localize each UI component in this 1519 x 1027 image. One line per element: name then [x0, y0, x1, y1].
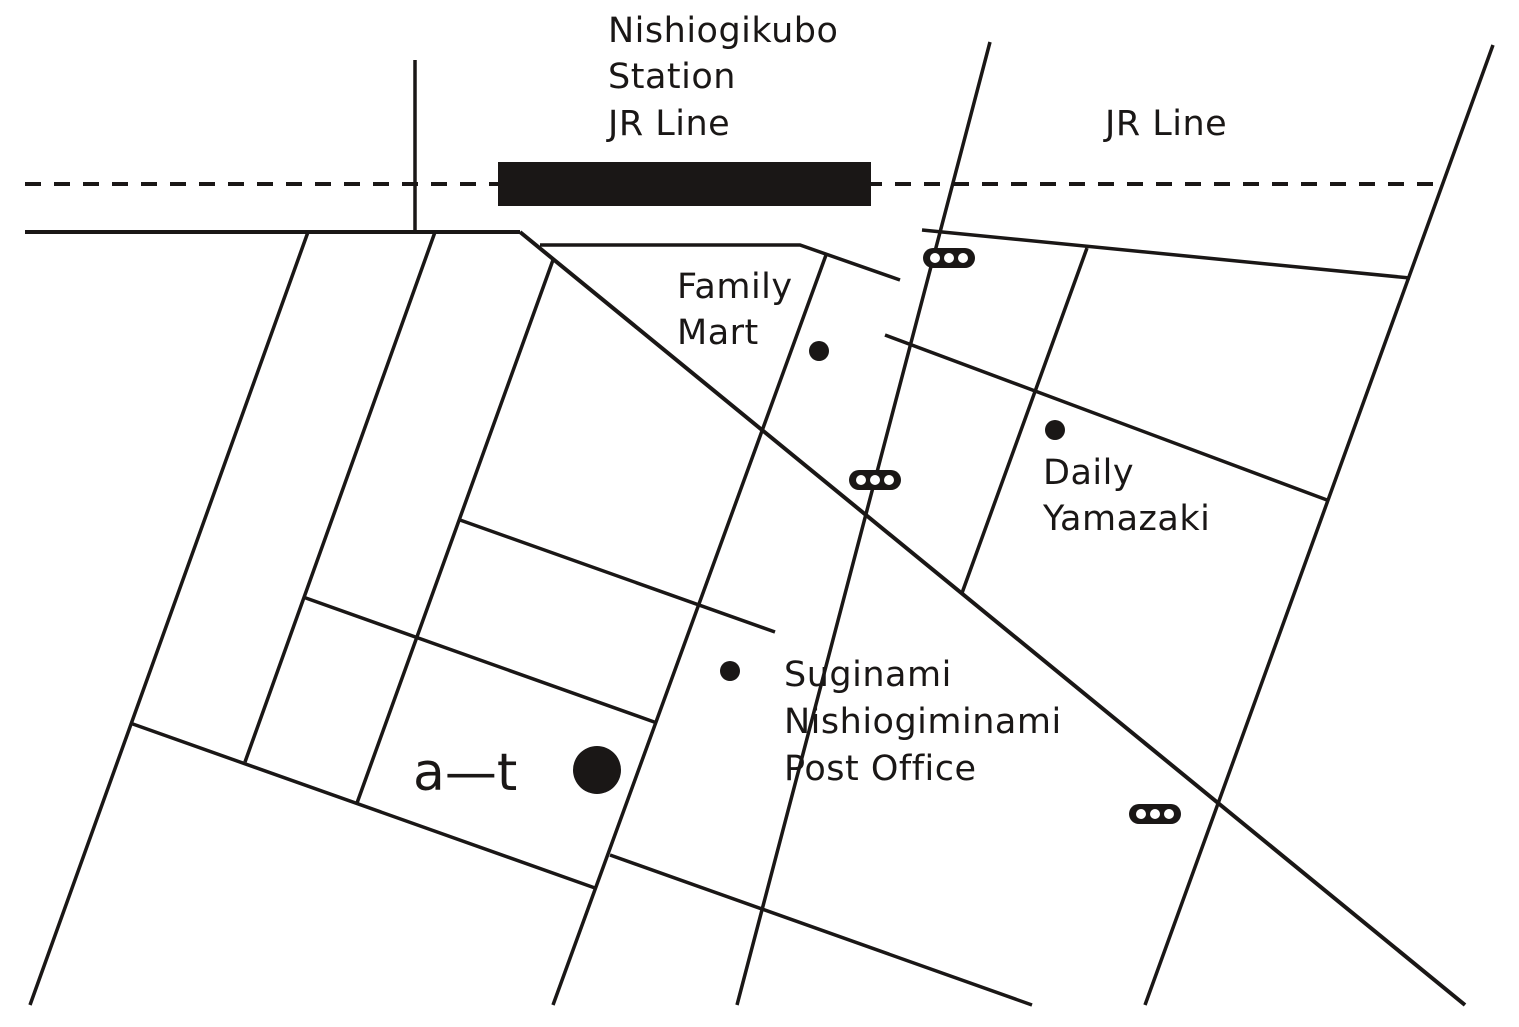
road-diagonal [518, 230, 1467, 1007]
road [459, 518, 776, 634]
post-office-label-line1: Suginami [784, 655, 952, 695]
post-office-label-line2: Nishiogiminami [784, 702, 1062, 742]
road [540, 243, 901, 282]
road [28, 231, 310, 1006]
road [1143, 44, 1495, 1006]
rail-line-label: JR Line [1103, 104, 1227, 144]
daily-yamazaki-marker-icon [1045, 420, 1065, 440]
road [960, 247, 1089, 594]
station-platform [498, 162, 871, 206]
traffic-light-icon [849, 470, 901, 490]
road [243, 231, 437, 763]
road [921, 228, 1411, 280]
station-label-line3: JR Line [606, 104, 730, 144]
family-mart-label-line2: Mart [677, 313, 759, 353]
post-office-marker-icon [720, 661, 740, 681]
road [551, 254, 828, 1006]
station-label-line2: Station [608, 57, 736, 97]
road [355, 259, 555, 804]
traffic-light-icon [1129, 804, 1181, 824]
road [735, 41, 992, 1006]
destination-marker-icon [573, 746, 621, 794]
daily-yamazaki-label-line2: Yamazaki [1042, 499, 1210, 539]
traffic-light-icon [923, 248, 975, 268]
road [129, 721, 596, 890]
road [302, 595, 658, 725]
post-office-label-line3: Post Office [784, 749, 977, 789]
daily-yamazaki-label-line1: Daily [1043, 453, 1134, 493]
road [884, 333, 1328, 502]
family-mart-label-line1: Family [677, 267, 793, 307]
station-label-line1: Nishiogikubo [608, 11, 838, 51]
road [609, 853, 1033, 1007]
destination-logo: a—t [413, 743, 517, 803]
family-mart-marker-icon [809, 341, 829, 361]
